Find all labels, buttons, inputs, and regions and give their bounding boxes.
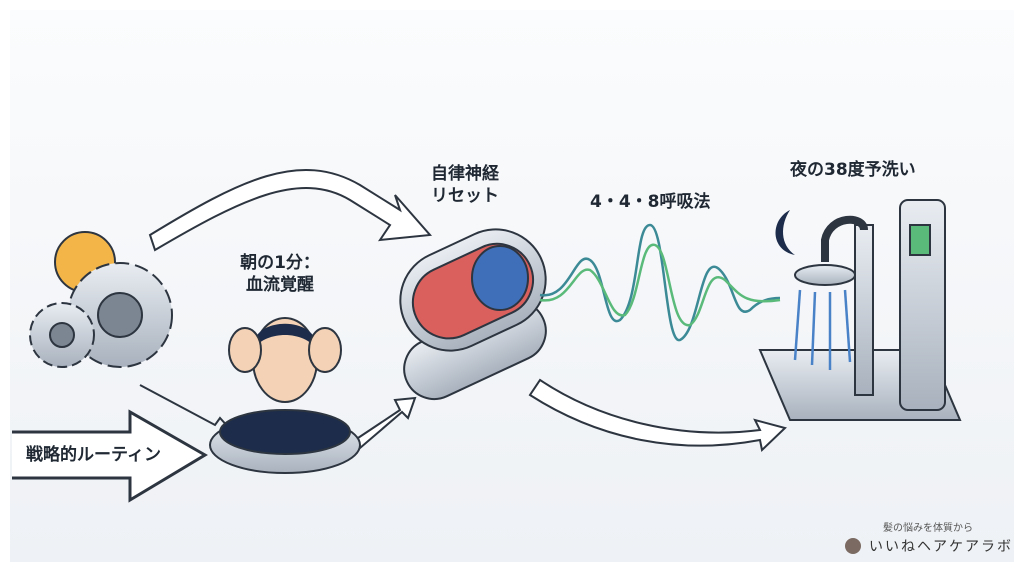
brand-subtitle: 髪の悩みを体質から [883, 523, 973, 534]
autonomic-label-line1: 自律神経 [431, 164, 499, 184]
arrow-strategic [12, 409, 208, 503]
thumbs-up-icon [845, 538, 861, 554]
gear-icon [29, 262, 173, 368]
breathing-wave [539, 223, 781, 342]
arrow-to-shower [528, 378, 787, 452]
morning-label-line2: 血流覚醒 [246, 275, 314, 295]
toggle-switch-icon [399, 228, 547, 401]
brand-watermark: 髪の悩みを体質から いいねヘアケアラボ [845, 519, 1013, 556]
shower-icon [758, 199, 962, 421]
autonomic-label-line2: リセット [431, 186, 499, 206]
person-massage-icon [209, 317, 361, 474]
morning-label-line1: 朝の1分： [240, 253, 320, 273]
breathing-label: 4・4・8呼吸法 [590, 192, 711, 212]
brand-name: いいねヘアケアラボ [869, 539, 1013, 555]
night-wash-label: 夜の38度予洗い [790, 160, 916, 180]
strategic-routine-label: 戦略的ルーティン [26, 445, 161, 465]
arrow-to-switch [353, 396, 417, 450]
arrow-top [148, 169, 433, 252]
moon-icon [775, 210, 795, 255]
